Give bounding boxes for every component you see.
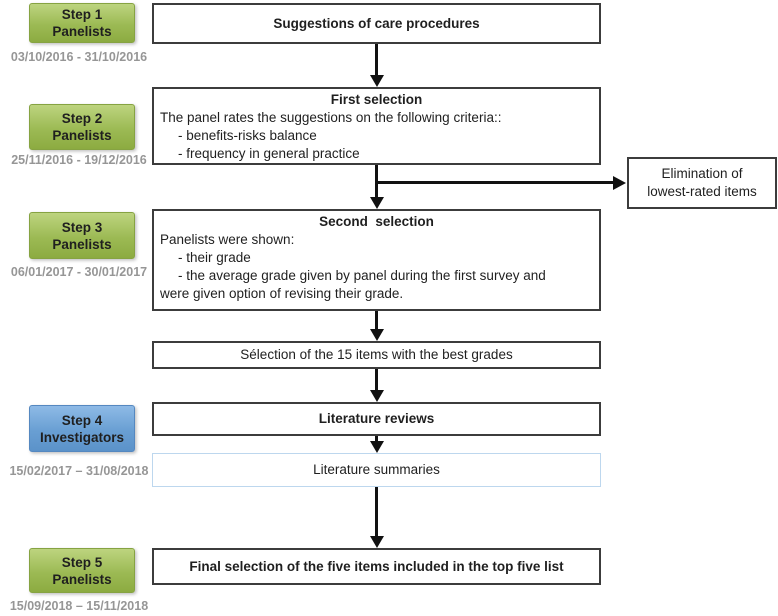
second-selection-title: Second selection [319,214,434,229]
step-3-label: Step 3 [61,219,103,235]
arrow-right-icon [613,175,626,190]
selection-15-title: Sélection of the 15 items with the best … [240,347,513,362]
elimination-box: Elimination of lowest-rated items [627,157,777,209]
second-selection-intro: Panelists were shown: [160,232,295,247]
step-5-box: Step 5 Panelists [29,548,135,593]
arrow-line-5 [375,436,378,441]
step-2-box: Step 2 Panelists [29,104,135,150]
first-selection-item: - frequency in general practice [178,146,360,161]
literature-summaries-title: Literature summaries [313,462,440,477]
final-selection-title: Final selection of the five items includ… [189,558,564,574]
first-selection-box: First selection The panel rates the sugg… [152,87,601,165]
step-3-role: Panelists [52,236,112,252]
step-2-role: Panelists [52,128,112,143]
second-selection-outro: were given option of revising their grad… [160,286,404,301]
step-1-label: Step 1 [61,7,103,22]
arrow-down-icon [370,441,384,453]
suggestions-box: Suggestions of care procedures [152,3,601,44]
elimination-line2: lowest-rated items [647,184,757,199]
first-selection-title: First selection [330,92,423,107]
step-3-box: Step 3 Panelists [29,212,135,259]
literature-reviews-title: Literature reviews [318,411,435,426]
arrow-line-4 [375,369,378,390]
arrow-line-3 [375,311,378,329]
arrow-line-2 [375,165,378,197]
literature-reviews-box: Literature reviews [152,402,601,436]
branch-line [377,181,614,184]
arrow-down-icon [370,536,384,548]
step-4-label: Step 4 [61,412,103,428]
final-selection-box: Final selection of the five items includ… [152,548,601,585]
step-5-dates: 15/09/2018 – 15/11/2018 [9,599,149,613]
step-1-box: Step 1 Panelists [29,3,135,43]
step-4-box: Step 4 Investigators [29,405,135,452]
second-selection-box: Second selection Panelists were shown: -… [152,209,601,311]
elimination-line1: Elimination of [661,166,743,181]
step-3-dates: 06/01/2017 - 30/01/2017 [10,265,148,279]
suggestions-title: Suggestions of care procedures [273,15,480,31]
step-5-role: Panelists [52,571,112,587]
selection-15-box: Sélection of the 15 items with the best … [152,341,601,369]
step-4-dates: 15/02/2017 – 31/08/2018 [9,464,149,478]
arrow-line-1 [375,44,378,75]
arrow-down-icon [370,329,384,341]
second-selection-item: - the average grade given by panel durin… [178,268,546,283]
arrow-down-icon [370,75,384,87]
step-1-dates: 03/10/2016 - 31/10/2016 [10,50,148,64]
step-2-label: Step 2 [61,111,103,126]
step-1-role: Panelists [52,24,112,39]
step-4-role: Investigators [39,429,125,445]
step-5-label: Step 5 [61,554,103,570]
arrow-down-icon [370,197,384,209]
step-2-dates: 25/11/2016 - 19/12/2016 [11,153,147,167]
first-selection-item: - benefits-risks balance [178,128,317,143]
arrow-line-6 [375,487,378,536]
second-selection-item: - their grade [178,250,251,265]
arrow-down-icon [370,390,384,402]
literature-summaries-box: Literature summaries [152,453,601,487]
first-selection-intro: The panel rates the suggestions on the f… [160,110,502,125]
